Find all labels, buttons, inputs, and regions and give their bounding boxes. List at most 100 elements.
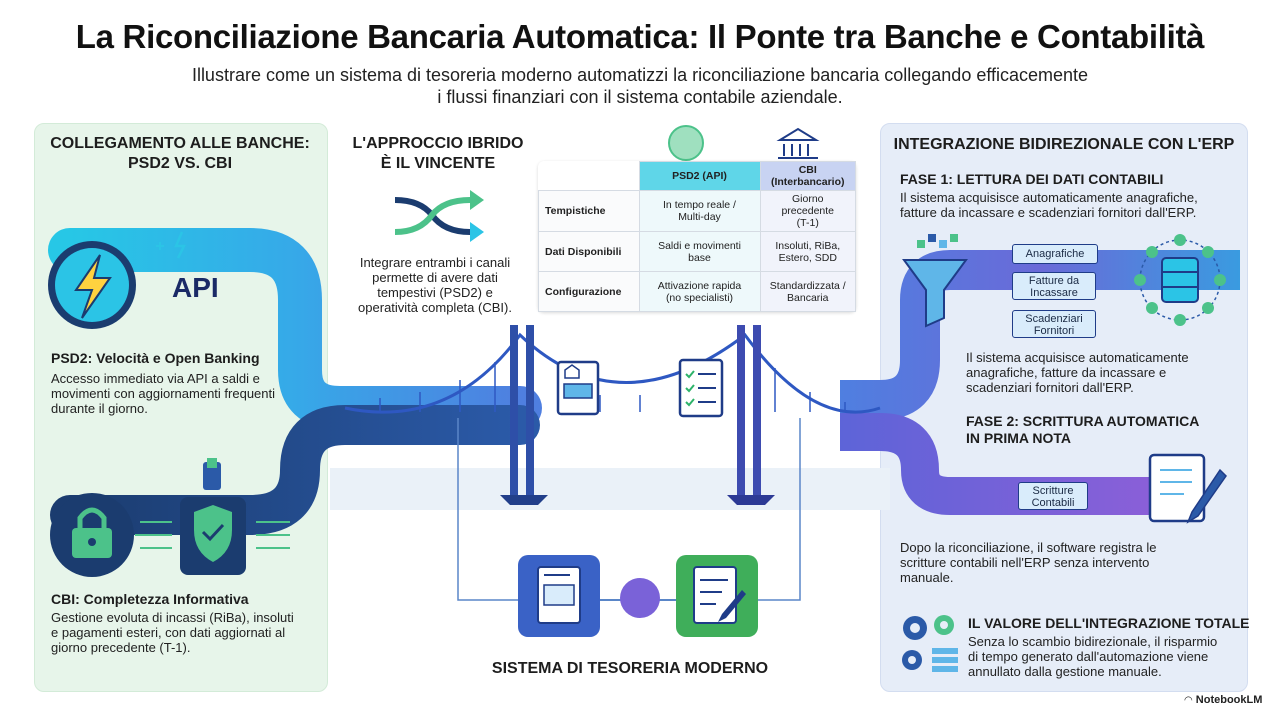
text-line: movimenti con aggiornamenti frequenti [51,386,276,401]
spark-icon [174,231,187,259]
brand-logo-icon: ◠ [1184,695,1193,706]
connector-line [457,418,520,601]
hybrid-heading: L'APPROCCIO IBRIDO È IL VINCENTE [340,134,536,174]
erp-box-anagrafiche: Anagrafiche [1012,244,1098,264]
treasury-edit-icon [676,555,758,637]
text-line: scadenziari fornitori dall'ERP. [966,380,1134,395]
cbi-cell: Insoluti, RiBa,Estero, SDD [759,231,856,272]
heading-line: È IL VINCENTE [380,155,496,172]
page-title: La Riconciliazione Bancaria Automatica: … [75,18,1205,55]
psd2-flow [48,228,542,430]
col-header-psd2: PSD2 (API) [638,161,761,191]
text-line: scritture contabili nell'ERP senza inter… [900,555,1150,570]
text-line: operatività completa (CBI). [358,300,512,315]
cbi-flow [50,405,540,535]
bridge-tower-right [727,325,775,505]
bank-connection-panel [34,123,328,692]
checklist-icon [678,358,724,418]
psd2-description: Accesso immediato via API a saldi e movi… [51,371,321,416]
text-line: manuale. [900,570,954,585]
text-line: Dopo la riconciliazione, il software reg… [900,540,1157,555]
cbi-description: Gestione evoluta di incassi (RiBa), inso… [51,610,323,655]
bridge-main-cable [344,332,881,414]
padlock-icon [50,493,134,577]
table-row: Tempistiche In tempo reale /Multi-day Gi… [538,190,856,232]
erp-integration-panel [880,123,1248,692]
bridge-tower-left [500,325,548,505]
row-label: Configurazione [538,271,640,312]
text-line: anagrafiche, fatture da incassare e [966,365,1167,380]
row-label: Tempistiche [538,190,640,232]
funnel-icon [902,234,968,328]
gears-icon [902,615,958,672]
connector-line [745,418,801,601]
text-line: Senza lo scambio bidirezionale, il rispa… [968,634,1218,649]
psd2-title: PSD2: Velocità e Open Banking [51,350,260,366]
brand-watermark: ◠ NotebookLM [1184,694,1262,706]
shuffle-arrows-icon [394,190,484,242]
api-label: API [172,272,219,303]
value-description: Senza lo scambio bidirezionale, il rispa… [968,634,1243,679]
text-line: fatture da incassare e scadenziari forni… [900,205,1197,220]
phase1-title: FASE 1: LETTURA DEI DATI CONTABILI [900,171,1164,187]
heading-line: PSD2 VS. CBI [127,155,233,172]
erp-write-flow [840,413,1150,515]
document-icon [556,360,600,416]
phase2-description: Dopo la riconciliazione, il software reg… [900,540,1240,585]
psd2-cell: In tempo reale /Multi-day [638,190,761,232]
text-line: di tempo generato dall'automazione viene [968,649,1209,664]
phase2-title: FASE 2: SCRITTURA AUTOMATICA IN PRIMA NO… [966,413,1236,447]
heading-line: L'APPROCCIO IBRIDO [352,135,524,152]
phase1-description: Il sistema acquisisce automaticamente an… [900,190,1240,220]
text-line: Il sistema acquisisce automaticamente an… [900,190,1198,205]
text-line: Il sistema acquisisce automaticamente [966,350,1189,365]
subtitle-line: i flussi finanziari con il sistema conta… [437,87,843,107]
psd2-cell: Attivazione rapida(no specialisti) [638,271,761,312]
text-line: Gestione evoluta di incassi (RiBa), inso… [51,610,294,625]
treasury-hub-node [620,578,660,618]
water-band [330,468,890,510]
bank-icon [776,127,820,159]
hybrid-description: Integrare entrambi i canali permette di … [345,255,525,315]
subtitle-line: Illustrare come un sistema di tesoreria … [191,65,1089,85]
value-title: IL VALORE DELL'INTEGRAZIONE TOTALE [968,615,1250,631]
heading-line: IN PRIMA NOTA [966,430,1071,446]
text-line: tempestivi (PSD2) e [377,285,493,300]
cbi-title: CBI: Completezza Informativa [51,591,249,607]
cbi-cell: Standardizzata /Bancaria [759,271,856,312]
comparison-table: PSD2 (API) CBI (Interbancario) Tempistic… [538,161,856,312]
text-line: Integrare entrambi i canali [359,255,511,270]
bank-connection-heading: COLLEGAMENTO ALLE BANCHE: PSD2 VS. CBI [40,134,320,174]
phase1-repeat-description: Il sistema acquisisce automaticamente an… [966,350,1241,395]
heading-line: FASE 2: SCRITTURA AUTOMATICA [966,413,1200,429]
erp-heading: INTEGRAZIONE BIDIREZIONALE CON L'ERP [893,136,1235,153]
treasury-document-icon [518,555,600,637]
text-line: e pagamenti esteri, con dati aggiornati … [51,625,286,640]
cbi-cell: Giorno precedente(T-1) [759,190,856,232]
shield-check-icon [180,458,246,575]
text-line: giorno precedente (T-1). [51,640,191,655]
psd2-circle-icon [668,125,704,161]
heading-line: COLLEGAMENTO ALLE BANCHE: [50,135,310,152]
table-corner [539,162,640,191]
table-row: Configurazione Attivazione rapida(no spe… [538,271,856,312]
col-header-cbi: CBI (Interbancario) [759,161,856,191]
plus-spark [156,242,164,250]
text-line: permette di avere dati [372,270,498,285]
text-line: annullato dalla gestione manuale. [968,664,1162,679]
lightning-icon [48,241,136,329]
page-subtitle: Illustrare come un sistema di tesoreria … [140,64,1140,108]
comparison-table-card: PSD2 (API) CBI (Interbancario) Tempistic… [538,161,856,312]
database-icon [1134,234,1226,326]
data-stream-lines [135,521,290,549]
brand-label: NotebookLM [1195,694,1263,706]
treasury-system-label: SISTEMA DI TESORERIA MODERNO [491,660,769,677]
document-pen-icon [1148,453,1227,524]
text-line: durante il giorno. [51,401,148,416]
